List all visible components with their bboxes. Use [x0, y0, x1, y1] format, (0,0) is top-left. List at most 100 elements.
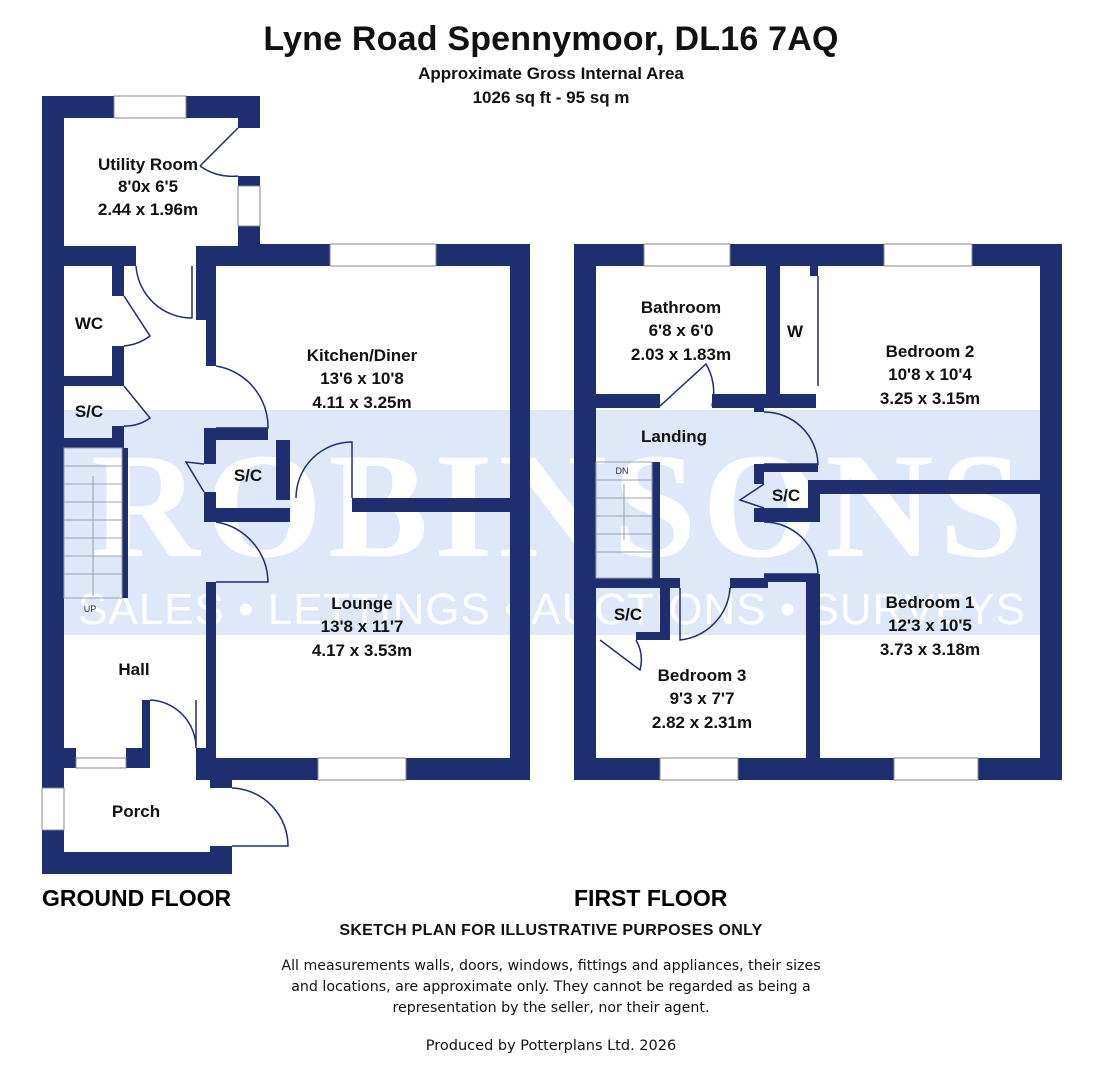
bedroom3-sc-name: S/C: [614, 605, 642, 624]
landing-name: Landing: [641, 427, 707, 446]
door-swing: [123, 385, 152, 427]
window: [883, 243, 973, 267]
wall: [142, 700, 150, 768]
window: [75, 757, 127, 769]
wall: [574, 244, 596, 780]
wall: [660, 588, 670, 640]
lounge-metric: 4.17 x 3.53m: [312, 641, 412, 660]
wall: [806, 580, 820, 760]
door-swing: [215, 365, 269, 429]
wall: [574, 758, 660, 780]
bathroom-name: Bathroom: [641, 298, 721, 317]
bedroom2-metric: 3.25 x 3.15m: [880, 389, 980, 408]
door-swing: [763, 521, 819, 575]
wall: [204, 428, 216, 464]
wall: [206, 266, 216, 366]
utility-room-imperial: 8'0x 6'5: [118, 177, 178, 196]
stair-outline: [63, 447, 123, 599]
wall: [42, 852, 232, 874]
utility-room-name: Utility Room: [98, 155, 198, 174]
wall: [652, 462, 660, 580]
window: [893, 757, 979, 781]
door-swing: [599, 639, 643, 672]
wall: [238, 226, 260, 246]
watermark-tagline: SALES • LETTINGS • AUCTIONS • SURVEYS: [78, 585, 1026, 634]
bathroom-metric: 2.03 x 1.83m: [631, 345, 731, 364]
door-swing: [659, 362, 715, 407]
ground-floor-doors: [123, 127, 353, 847]
wall: [1040, 244, 1062, 780]
window: [329, 243, 437, 267]
wall: [764, 574, 820, 582]
kitchen-name: Kitchen/Diner: [307, 346, 418, 365]
door-swing: [135, 265, 193, 319]
wall: [730, 244, 884, 266]
first-floor-doors: [599, 276, 819, 672]
wall: [712, 394, 816, 408]
wall: [754, 508, 820, 522]
first-floor-stairs: [595, 461, 653, 579]
wardrobe-name: W: [787, 322, 804, 341]
door-swing: [738, 483, 765, 509]
door-swing: [149, 699, 197, 749]
area-value: 1026 sq ft - 95 sq m: [472, 88, 630, 107]
bathroom-imperial: 6'8 x 6'0: [649, 321, 714, 340]
window: [643, 243, 731, 267]
bedroom2-imperial: 10'8 x 10'4: [888, 365, 972, 384]
stairs-up-label: UP: [84, 604, 97, 614]
kitchen-sc-name: S/C: [234, 466, 262, 485]
wall: [352, 498, 530, 512]
wall: [64, 246, 136, 266]
wall: [766, 266, 780, 406]
door-swing: [184, 461, 205, 493]
first-floor-label: FIRST FLOOR: [574, 885, 728, 911]
wall: [596, 578, 680, 588]
window: [41, 787, 65, 831]
window: [237, 185, 261, 227]
wall: [122, 448, 128, 598]
lounge-name: Lounge: [331, 594, 392, 613]
wall: [112, 266, 124, 296]
stair-outline: [595, 461, 653, 579]
wall: [276, 440, 290, 500]
door-swing: [679, 587, 731, 641]
door-swing: [123, 295, 152, 347]
wall: [972, 244, 1062, 266]
plan-title: Lyne Road Spennymoor, DL16 7AQ: [263, 20, 839, 58]
disclaimer-body: All measurements walls, doors, windows, …: [281, 958, 821, 1016]
wall: [42, 748, 76, 768]
bedroom1-name: Bedroom 1: [886, 593, 975, 612]
kitchen-imperial: 13'6 x 10'8: [320, 369, 404, 388]
window: [659, 757, 739, 781]
wall: [754, 404, 764, 412]
door-swing: [215, 521, 269, 583]
area-label: Approximate Gross Internal Area: [418, 64, 684, 83]
producer-credit: Produced by Potterplans Ltd. 2026: [425, 1038, 677, 1054]
bedroom3-name: Bedroom 3: [658, 666, 747, 685]
wall: [196, 748, 216, 768]
disclaimer-heading: SKETCH PLAN FOR ILLUSTRATIVE PURPOSES ON…: [339, 922, 763, 939]
wall: [754, 464, 764, 484]
kitchen-metric: 4.11 x 3.25m: [312, 393, 411, 412]
wall: [636, 632, 670, 640]
first-floor-windows: [643, 243, 979, 781]
wall: [112, 426, 124, 440]
bedroom1-imperial: 12'3 x 10'5: [888, 616, 972, 635]
wall: [738, 758, 894, 780]
wall: [64, 376, 124, 386]
utility-room-metric: 2.44 x 1.96m: [98, 200, 198, 219]
ground-floor-stairs: [63, 447, 123, 599]
wall: [238, 96, 260, 128]
hall-sc-name: S/C: [75, 402, 103, 421]
window: [113, 95, 187, 119]
landing-sc-name: S/C: [772, 486, 800, 505]
wall: [730, 578, 768, 588]
wall: [64, 438, 124, 448]
wall: [808, 480, 1040, 494]
wall: [810, 266, 818, 276]
first-floor-walls: [574, 244, 1062, 780]
wc-name: WC: [75, 314, 103, 333]
ground-floor-walls: [42, 96, 530, 874]
ground-floor-label: GROUND FLOOR: [42, 885, 231, 911]
lounge-imperial: 13'8 x 11'7: [321, 617, 404, 636]
